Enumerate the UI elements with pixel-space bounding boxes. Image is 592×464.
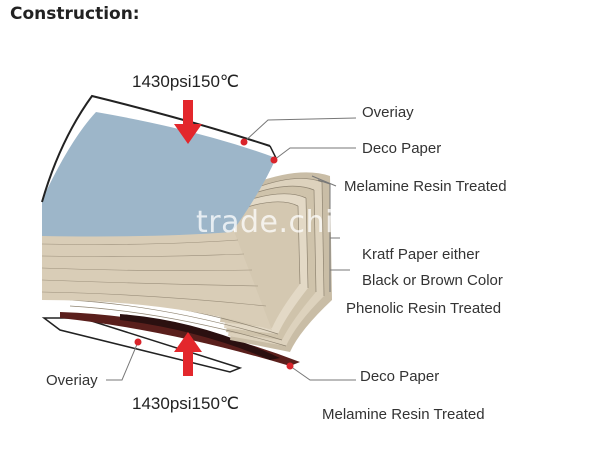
label-kraft-line1: Kratf Paper either (362, 246, 480, 263)
top-deco-sheet (42, 112, 276, 237)
page-title: Construction: (10, 4, 140, 24)
label-melamine-top: Melamine Resin Treated (344, 178, 507, 195)
overlay-bottom-marker (134, 338, 142, 346)
top-overlay-sheet (41, 94, 271, 203)
pressure-arrow-down (174, 100, 202, 144)
bottom-deco-sheet (60, 312, 300, 366)
deco-bottom-marker (286, 362, 294, 370)
pressure-arrow-up (174, 332, 202, 376)
label-phenolic: Phenolic Resin Treated (346, 300, 502, 317)
label-deco-bottom: Deco Paper (360, 368, 440, 385)
watermark: trade.china.cn (196, 205, 419, 240)
kraft-layers-front (42, 226, 272, 330)
label-overlay-bottom: Overiay (46, 372, 98, 389)
label-deco-top: Deco Paper (362, 140, 442, 157)
pressure-label-top: 1430psi150℃ (132, 72, 240, 91)
label-overlay-top: Overiay (362, 104, 414, 121)
pressure-label-bottom: 1430psi150℃ (132, 394, 240, 413)
label-kraft-line2: Black or Brown Color (362, 272, 503, 289)
label-melamine-bottom: Melamine Resin Treated (322, 406, 485, 423)
deco-top-marker (270, 156, 278, 164)
overlay-top-marker (240, 138, 248, 146)
